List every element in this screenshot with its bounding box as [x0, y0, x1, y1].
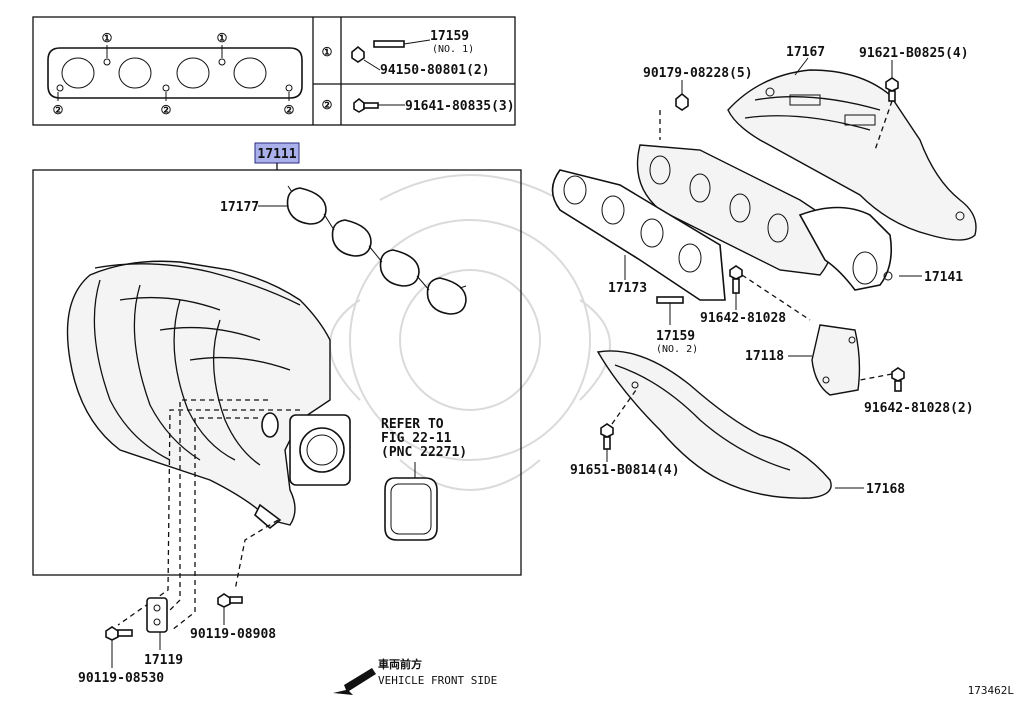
label-17118: 17118: [745, 349, 784, 364]
bolt-91651-b0814: [600, 389, 637, 462]
throttle-body-gasket: [384, 462, 438, 541]
assembly-box: 17111: [32, 142, 522, 576]
heat-insulator-17168: [596, 350, 832, 499]
watermark: [329, 174, 611, 491]
label-91642-a: 91642-81028: [700, 311, 786, 326]
label-17159-no2-note: (NO. 2): [656, 344, 698, 355]
heat-insulator-17167: [727, 69, 977, 241]
inset-box: ① ① ② ② ② ① 17159 (NO. 1) 94150-80801(2)…: [32, 16, 516, 126]
label-91642-b: 91642-81028(2): [864, 401, 974, 416]
label-17119: 17119: [144, 653, 183, 668]
refer-line1: REFER TO: [381, 417, 444, 432]
inset-row2-mark: ②: [322, 98, 333, 112]
vehicle-front-english: VEHICLE FRONT SIDE: [378, 674, 497, 687]
inset-mark-2a: ②: [53, 103, 64, 117]
label-17159-no2: 17159: [656, 329, 695, 344]
exhaust-manifold: [636, 144, 893, 291]
inset-row1-nut: 94150-80801(2): [380, 63, 490, 78]
inset-mark-2b: ②: [161, 103, 172, 117]
label-90179: 90179-08228(5): [643, 66, 753, 81]
nut-90179-08228: [659, 92, 689, 140]
inset-mark-1b: ①: [217, 31, 228, 45]
intake-gasket-17177: [286, 185, 467, 315]
intake-manifold: [66, 260, 351, 530]
bracket-17118: [811, 324, 861, 396]
label-90119-08530: 90119-08530: [78, 671, 164, 686]
vehicle-front-japanese: 車両前方: [378, 657, 422, 671]
bolt-91642-81028: [729, 265, 811, 321]
inset-mark-2c: ②: [284, 103, 295, 117]
label-17141: 17141: [924, 270, 963, 285]
bracket-17119: [146, 597, 168, 650]
inset-row1-note: (NO. 1): [432, 44, 474, 55]
bolt-91642-81028-2: [859, 367, 905, 392]
bolt-90119-08530: [105, 626, 133, 668]
refer-line2: FIG 22-11: [381, 431, 452, 446]
label-17173: 17173: [608, 281, 647, 296]
label-90119-08908: 90119-08908: [190, 627, 276, 642]
label-17177: 17177: [220, 200, 259, 215]
inset-gasket-drawing: [47, 45, 303, 101]
inset-row1-mark: ①: [322, 45, 333, 59]
refer-line3: (PNC 22271): [381, 445, 467, 460]
bolt-icon: [353, 97, 405, 113]
inset-row1-part: 17159: [430, 29, 469, 44]
label-91651: 91651-B0814(4): [570, 463, 680, 478]
assembly-number: 17111: [257, 147, 296, 162]
figure-code: 173462L: [968, 684, 1015, 697]
inset-row2-part: 91641-80835(3): [405, 99, 515, 114]
label-17167: 17167: [786, 45, 825, 60]
nut-icon: [351, 45, 381, 71]
stud-17159-no2: [656, 296, 684, 325]
bolt-90119-08908: [217, 593, 243, 625]
label-17168: 17168: [866, 482, 905, 497]
vehicle-front-arrow-icon: [333, 668, 376, 695]
stud-icon: [373, 39, 431, 48]
exhaust-gasket-17173: [551, 169, 726, 301]
label-91621: 91621-B0825(4): [859, 46, 969, 61]
inset-mark-1a: ①: [102, 31, 113, 45]
